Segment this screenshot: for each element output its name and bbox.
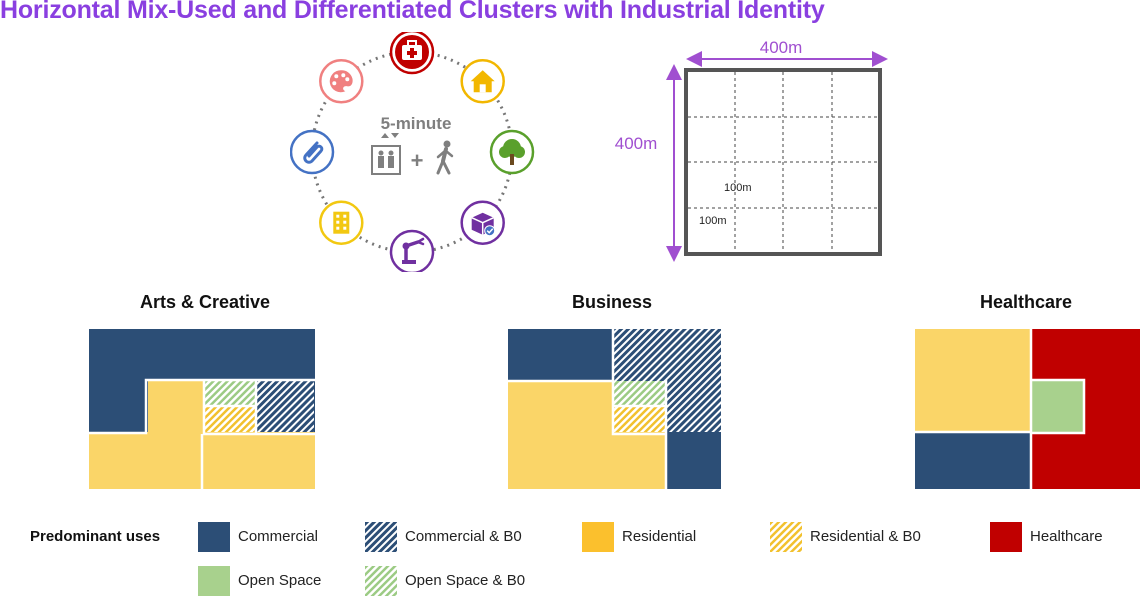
building-icon [319,200,364,245]
legend-swatch-healthcare [990,522,1022,552]
paperclip-icon [290,129,335,175]
commercial-block [667,432,721,489]
palette-icon [319,59,364,104]
legend-label: Healthcare [1030,528,1103,545]
cluster-arts-creative [89,329,315,489]
open-space-b0-block [205,381,256,406]
grid-side-label: 400m [615,134,658,153]
legend-swatch-residential-b0 [770,522,802,552]
healthcare-icon [389,32,435,75]
tree-icon [489,129,535,175]
cluster-title-arts: Arts & Creative [139,292,271,312]
open-space-block [1032,381,1083,432]
legend-label: Commercial [238,528,319,545]
legend-heading: Predominant uses [30,528,161,545]
five-minute-wheel: 5-minute + [290,32,535,272]
open-space-b0-block [614,381,665,406]
cell-label-vertical: 100m [699,215,727,227]
legend-label: Commercial & B0 [405,528,522,545]
home-icon [460,59,505,104]
legend-label: Open Space & B0 [405,572,526,589]
legend-swatch-commercial-b0 [365,522,397,552]
delivery-icon [460,200,505,245]
legend-label: Open Space [238,572,322,589]
legend-label: Residential & B0 [810,528,921,545]
block-grid-diagram: 400m 400m 100m 100m [615,38,888,262]
legend-swatch-residential [582,522,614,552]
residential-block [148,381,204,441]
walking-icon [436,140,454,175]
cell-label-horizontal: 100m [724,182,752,194]
elevator-icon [371,133,401,175]
wheel-center-label: 5-minute [381,114,452,133]
cluster-business [508,329,721,489]
legend-label: Residential [622,528,697,545]
commercial-b0-block [257,381,314,432]
residential-b0-block [614,407,665,432]
commercial-block [508,329,612,381]
legend-swatch-commercial [198,522,230,552]
cluster-healthcare [915,329,1140,489]
grid-top-label: 400m [760,38,803,57]
cluster-title-healthcare: Healthcare [979,292,1073,312]
legend-swatch-open-space-b0 [365,566,397,596]
legend-swatch-open-space [198,566,230,596]
residential-block [915,329,1031,432]
cluster-title-business: Business [571,292,653,312]
plus-sign: + [411,148,424,173]
robot-arm-icon [389,229,435,272]
commercial-block [915,432,1031,489]
page-title: Horizontal Mix-Used and Differentiated C… [0,0,825,24]
residential-b0-block [205,407,256,432]
